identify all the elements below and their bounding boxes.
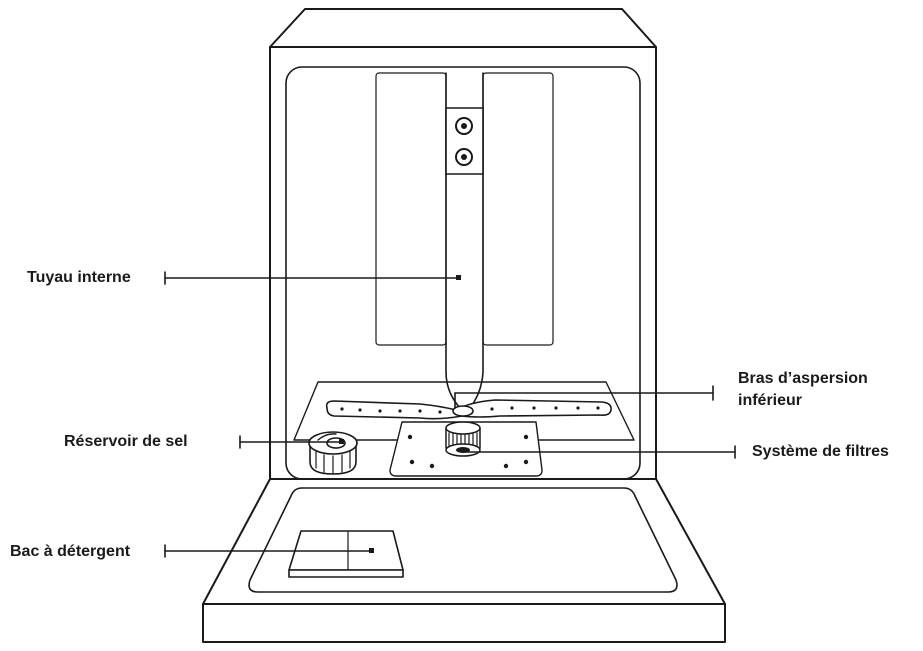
filter-plate-screw — [503, 463, 509, 469]
inner-pipe — [445, 72, 484, 409]
leader-inner-pipe — [164, 271, 461, 285]
leader-salt-reservoir — [239, 435, 344, 449]
lower-spray-arm — [325, 399, 612, 420]
filter-system-label: Système de filtres — [752, 443, 889, 460]
salt-cap-arrow — [317, 433, 337, 441]
left-back-panel — [375, 72, 447, 346]
lower-spray-arm-label: Bras d’aspersion inférieur — [738, 368, 868, 412]
leader-detergent-tray — [164, 544, 374, 558]
pipe-bracket-hole-upper-inner — [461, 123, 467, 129]
tub-floor — [293, 381, 635, 441]
lower-spray-arm-label-line2: inférieur — [738, 392, 803, 409]
filter-ribs — [448, 432, 478, 450]
detergent-tray — [288, 530, 404, 578]
salt-cap-grip — [315, 451, 351, 474]
tub-floor-outline — [293, 381, 635, 441]
spray-arm-nozzle — [490, 407, 494, 411]
pipe-bracket-hole-lower-inner — [461, 154, 467, 160]
filter-plate-screw — [407, 434, 413, 440]
salt-reservoir-label: Réservoir de sel — [64, 433, 188, 450]
filter-top-ring — [445, 421, 481, 435]
door — [202, 478, 726, 643]
inner-pipe-label: Tuyau interne — [27, 269, 131, 286]
spray-arm-nozzle — [576, 406, 580, 410]
spray-arm-nozzle — [398, 409, 402, 413]
spray-arm-hub — [452, 405, 474, 417]
lower-spray-arm-label-line1: Bras d’aspersion — [738, 370, 868, 387]
right-back-panel — [482, 72, 554, 346]
leader-lines — [164, 271, 736, 558]
cabinet-top — [269, 8, 657, 48]
leader-filter-system — [462, 445, 736, 459]
filter-body — [445, 427, 481, 449]
filter-plate-screw — [523, 434, 529, 440]
filter-cylinder — [445, 421, 481, 457]
spray-arm-nozzle — [340, 407, 344, 411]
filter-plate-screw — [409, 459, 415, 465]
salt-reservoir — [308, 431, 358, 475]
door-inner-panel — [248, 487, 678, 593]
spray-arm-nozzle — [554, 406, 558, 410]
leader-lower-spray-arm — [454, 385, 714, 409]
filter-plate-screw — [523, 459, 529, 465]
detergent-tray-label: Bac à détergent — [10, 543, 131, 560]
spray-arm-nozzle — [418, 409, 422, 413]
detergent-tray-front — [288, 569, 404, 578]
spray-arm-nozzle — [378, 409, 382, 413]
spray-arm-nozzle — [532, 406, 536, 410]
spray-arm-nozzle — [596, 406, 600, 410]
spray-arm-nozzle — [510, 406, 514, 410]
filter-plate-screw — [429, 463, 435, 469]
door-panel — [202, 478, 726, 605]
spray-arm-nozzle — [358, 408, 362, 412]
spray-arm-nozzle — [438, 410, 442, 414]
door-bottom-band — [202, 603, 726, 643]
